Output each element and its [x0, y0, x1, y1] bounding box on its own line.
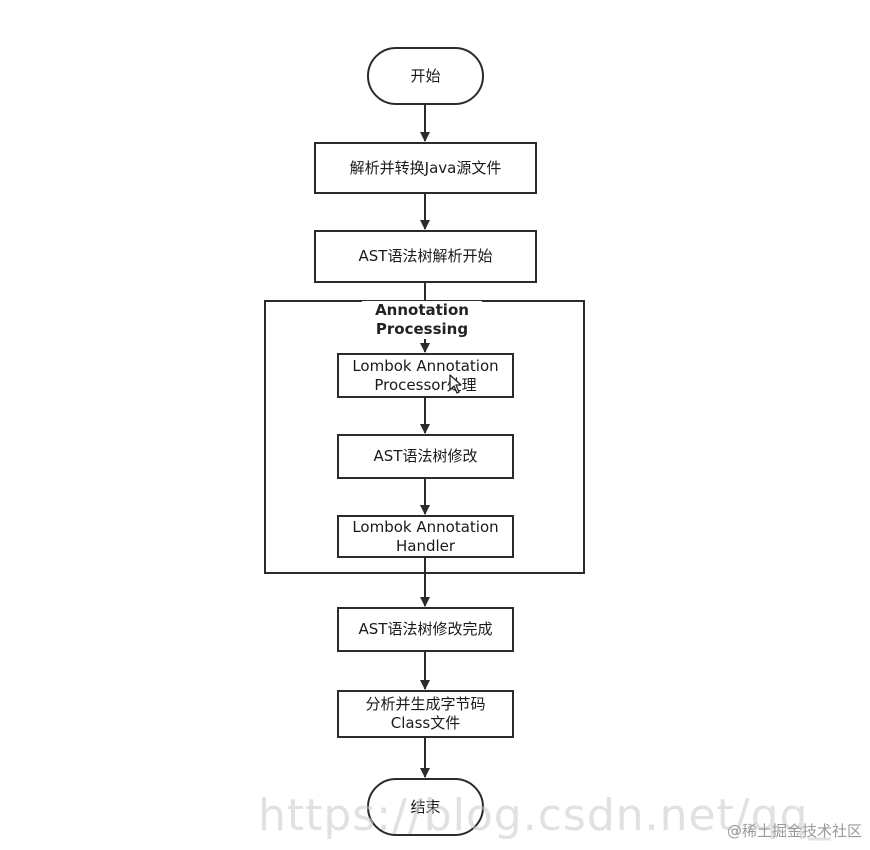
ast-modify-node: AST语法树修改: [337, 434, 514, 479]
ast-parse-start-node: AST语法树解析开始: [314, 230, 537, 283]
end-node: 结束: [367, 778, 484, 836]
annotation-processing-title: Annotation Processing: [362, 301, 482, 339]
watermark-brand: @稀土掘金技术社区: [726, 822, 862, 840]
mouse-pointer-icon: [449, 374, 462, 394]
ast-modify-done-node: AST语法树修改完成: [337, 607, 514, 652]
start-node: 开始: [367, 47, 484, 105]
lombok-processor-node: Lombok Annotation Processor处理: [337, 353, 514, 398]
lombok-handler-node: Lombok Annotation Handler: [337, 515, 514, 558]
parse-java-node: 解析并转换Java源文件: [314, 142, 537, 194]
watermark-url: https://blog.csdn.net/qq_: [258, 790, 832, 841]
generate-bytecode-node: 分析并生成字节码 Class文件: [337, 690, 514, 738]
